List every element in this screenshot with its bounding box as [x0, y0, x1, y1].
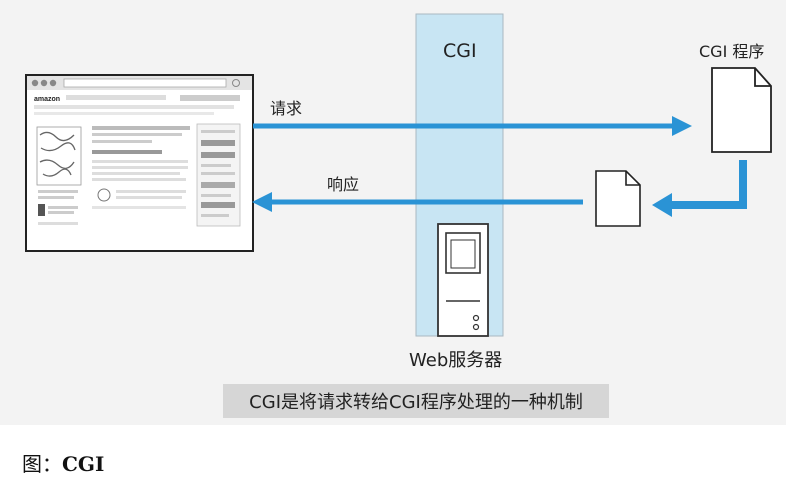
- request-label: 请求: [270, 99, 303, 118]
- cgi-program-label: CGI 程序: [699, 42, 765, 61]
- cgi-diagram: amazon: [25, 13, 772, 337]
- response-label: 响应: [327, 175, 360, 194]
- return-arrowhead: [652, 193, 672, 217]
- cgi-program-document-icon: [711, 67, 772, 153]
- browser-site-logo: amazon: [34, 96, 60, 103]
- cgi-column-label: CGI: [443, 40, 477, 62]
- return-elbow-arrow: [667, 160, 747, 209]
- server-tower-icon: [437, 223, 489, 337]
- response-document-icon: [595, 170, 641, 227]
- browser-window-icon: amazon: [25, 74, 254, 252]
- web-server-label: Web服务器: [409, 350, 503, 371]
- caption-box: CGI是将请求转给CGI程序处理的一种机制: [223, 384, 609, 418]
- figure-prefix: 图：: [22, 452, 62, 476]
- caption-text: CGI是将请求转给CGI程序处理的一种机制: [249, 392, 583, 413]
- figure-caption: 图：CGI: [22, 448, 104, 477]
- figure-name: CGI: [62, 452, 105, 476]
